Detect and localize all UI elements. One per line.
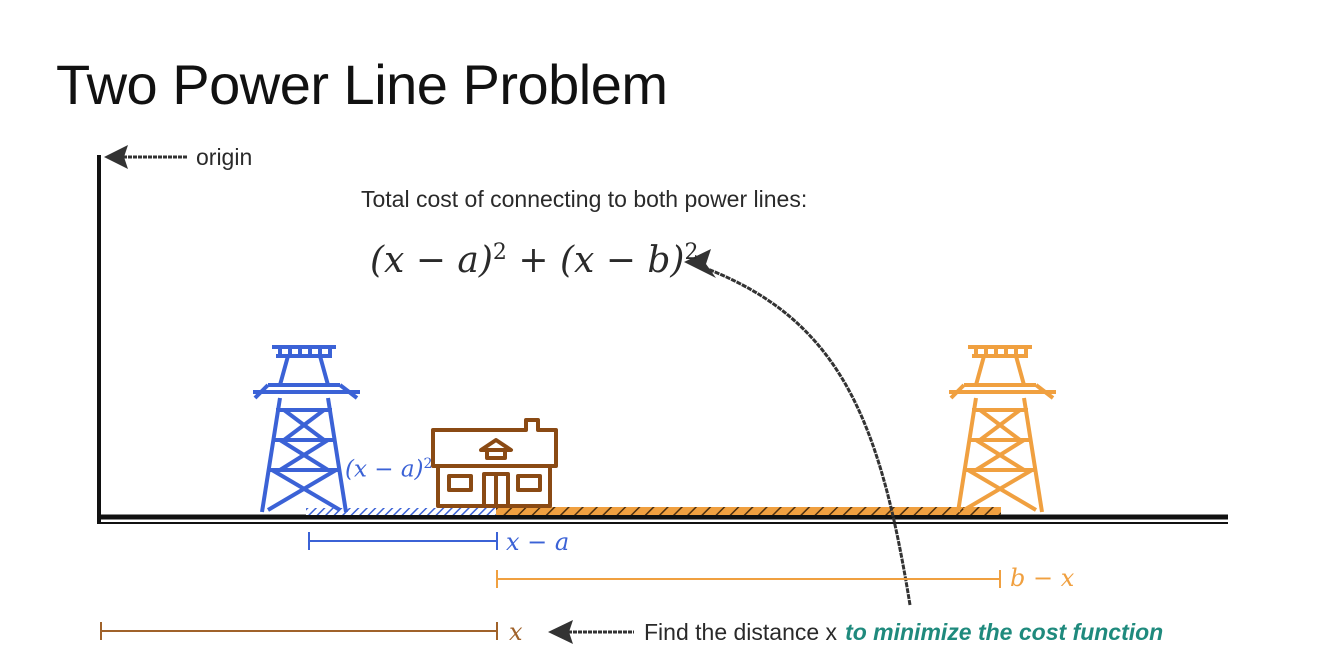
power-tower-icon-right xyxy=(949,345,1056,513)
label-x-minus-a: x − a xyxy=(506,528,570,556)
formula-term-1: (x − a) xyxy=(370,240,493,281)
find-arrow-icon xyxy=(548,620,634,644)
slide-title: Two Power Line Problem xyxy=(56,53,668,116)
label-b-minus-x: b − x xyxy=(1010,564,1075,592)
label-x: x xyxy=(509,618,523,646)
cost-formula: (x − a)2 + (x − b)2 xyxy=(370,240,698,281)
find-text: Find the distance x xyxy=(644,619,838,645)
formula-exponent-1: 2 xyxy=(492,240,507,265)
origin-label: origin xyxy=(196,144,253,170)
cost-heading: Total cost of connecting to both power l… xyxy=(361,186,808,212)
formula-term-2: (x − b) xyxy=(559,240,685,281)
origin-arrow-icon xyxy=(104,145,187,169)
blue-connection-bar xyxy=(306,508,496,515)
formula-exponent-2: 2 xyxy=(684,240,699,265)
dimension-b-minus-x xyxy=(496,570,1001,588)
orange-connection-bar xyxy=(496,507,1001,515)
find-emphasis: to minimize the cost function xyxy=(845,619,1164,645)
power-tower-icon-left xyxy=(253,345,360,513)
curved-arrow-icon xyxy=(684,249,912,606)
dimension-x-minus-a xyxy=(308,532,498,550)
find-distance-text: Find the distance x to minimize the cost … xyxy=(644,619,1163,646)
formula-plus: + xyxy=(518,240,549,281)
dimension-x xyxy=(100,622,498,640)
tower-cost-label: (x − a)2 xyxy=(345,456,433,483)
house-icon xyxy=(431,418,558,508)
